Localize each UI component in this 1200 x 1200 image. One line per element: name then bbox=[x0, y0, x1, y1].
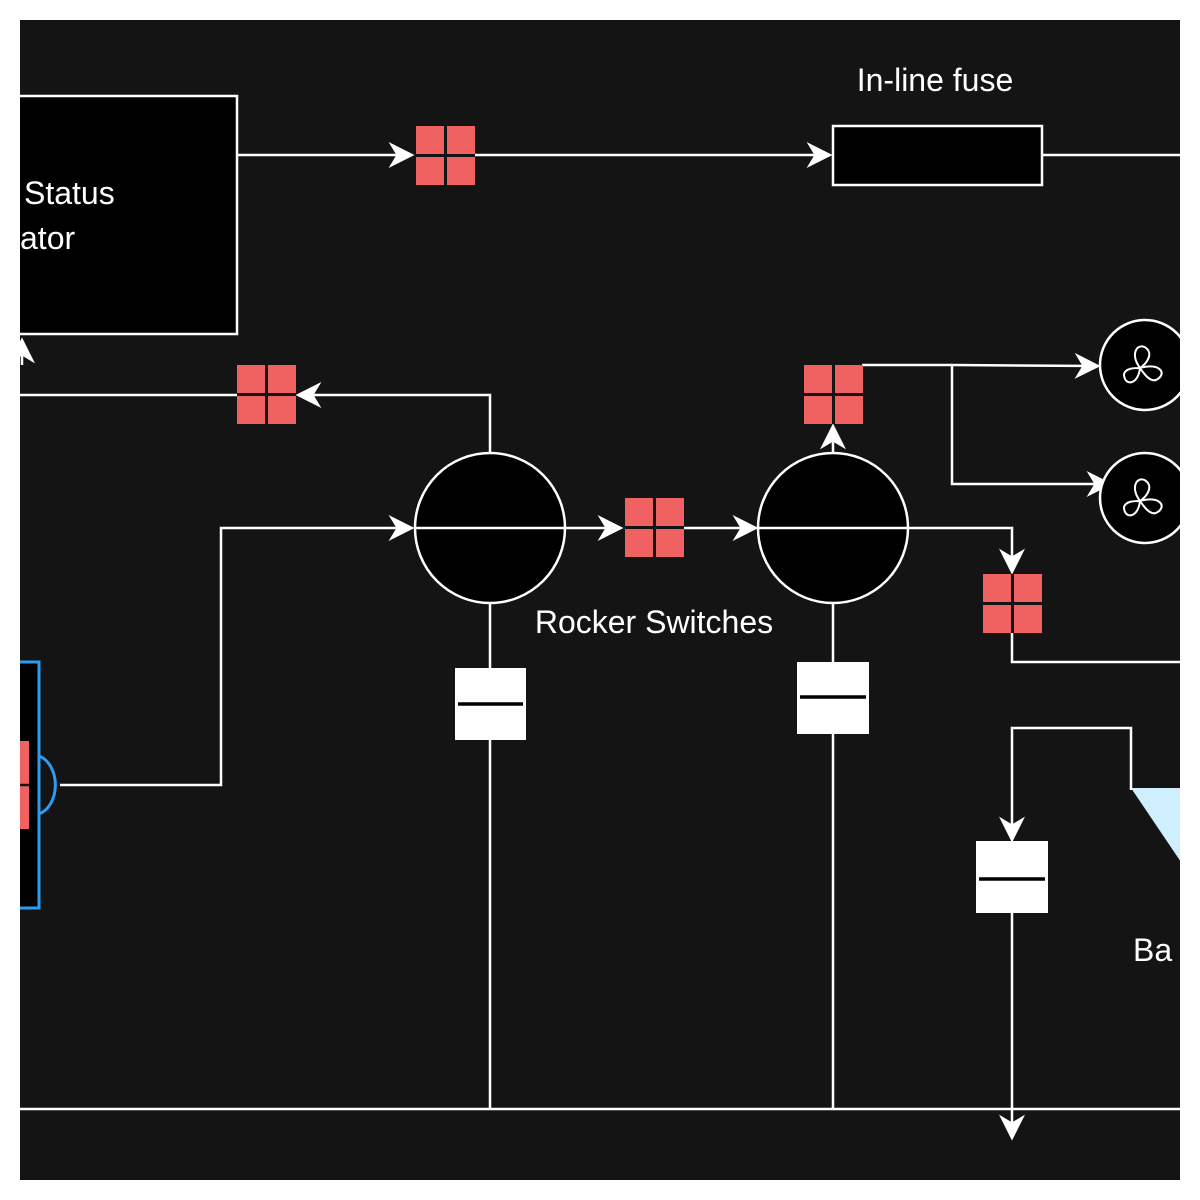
connector-upper-right-icon[interactable] bbox=[804, 365, 863, 424]
rocker-switch-1[interactable] bbox=[413, 451, 567, 605]
wire-to-fan-1 bbox=[862, 352, 1101, 379]
inline-fuse[interactable] bbox=[831, 124, 1044, 187]
battery-icon[interactable] bbox=[1131, 788, 1185, 868]
connector-right-icon[interactable] bbox=[983, 574, 1042, 633]
capacitor-1-icon[interactable] bbox=[455, 668, 526, 740]
power-socket-icon[interactable] bbox=[10, 660, 57, 910]
fan-2-icon[interactable] bbox=[1098, 451, 1190, 545]
rocker-switch-2[interactable] bbox=[756, 451, 910, 605]
capacitor-3-icon[interactable] bbox=[976, 841, 1048, 913]
status-indicator-label-line2: ator bbox=[20, 220, 75, 256]
inline-fuse-label: In-line fuse bbox=[857, 62, 1014, 98]
fan-1-icon[interactable] bbox=[1098, 318, 1190, 412]
wire-battery-to-capacitor bbox=[999, 726, 1133, 843]
connector-top-icon[interactable] bbox=[416, 126, 475, 185]
status-indicator-box[interactable] bbox=[15, 94, 239, 336]
connector-left-icon[interactable] bbox=[237, 365, 296, 424]
capacitor-2-icon[interactable] bbox=[797, 662, 869, 734]
status-indicator-label-line1: Status bbox=[24, 175, 115, 211]
wire-rocker1-to-connector bbox=[295, 382, 492, 455]
wire-rocker2-to-right-connector bbox=[908, 526, 1025, 575]
battery-label: Ba bbox=[1133, 932, 1172, 968]
connector-mid-icon[interactable] bbox=[625, 498, 684, 557]
wire-to-fan-2 bbox=[950, 365, 1113, 497]
rocker-switches-label: Rocker Switches bbox=[535, 604, 773, 640]
wire-socket-to-rocker1 bbox=[60, 515, 415, 787]
wire-right-connector-out bbox=[1010, 633, 1180, 664]
